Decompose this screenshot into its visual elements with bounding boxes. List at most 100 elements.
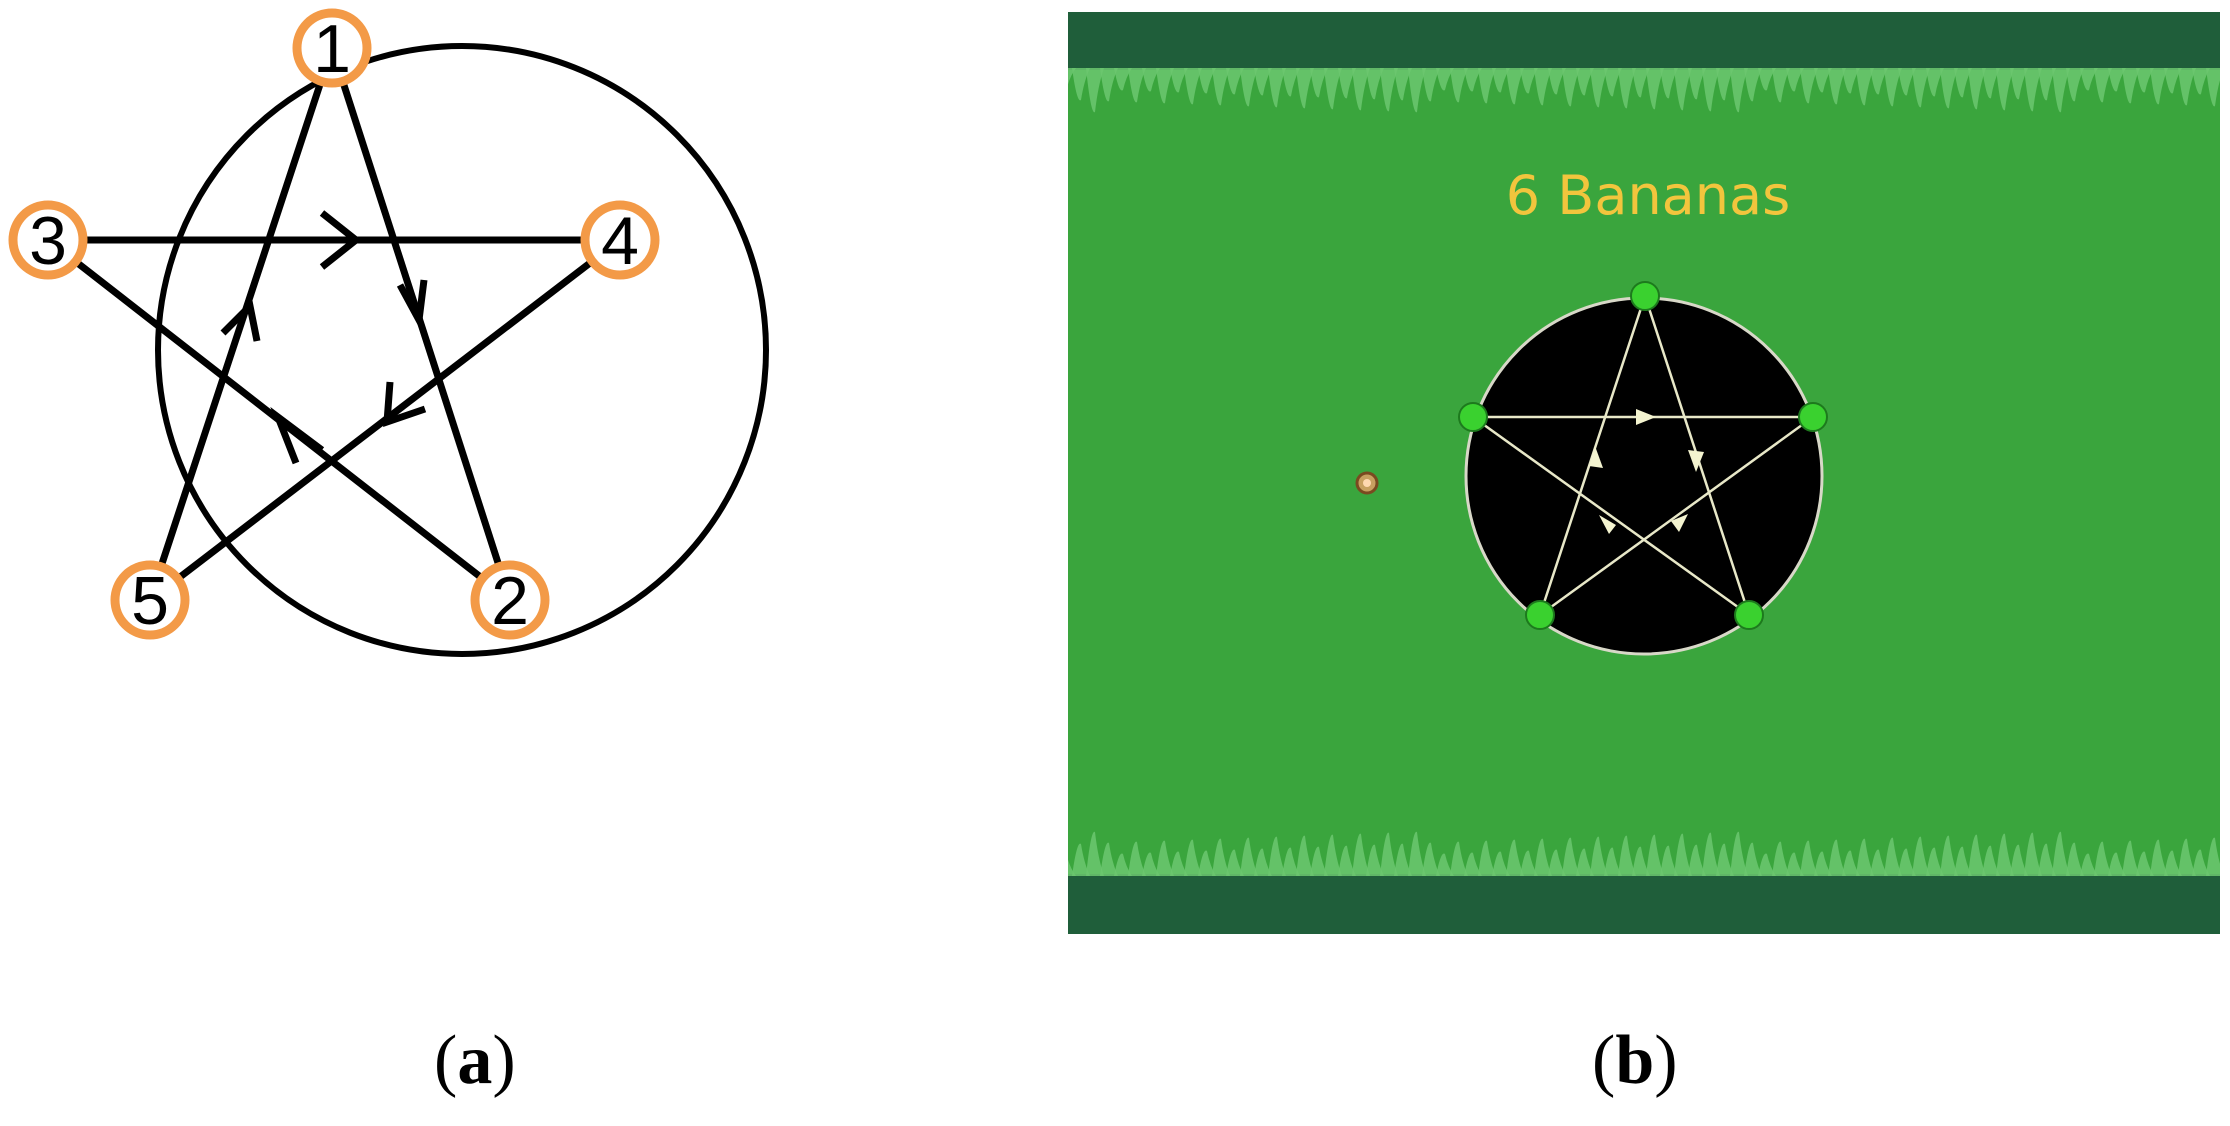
node-2-label: 2	[491, 563, 529, 639]
grass-tuft	[1156, 840, 1174, 876]
grass-tuft	[1408, 831, 1426, 876]
grass-tuft	[1072, 68, 1090, 101]
grass-tuft	[2080, 853, 2098, 876]
grass-tuft	[1072, 843, 1090, 876]
grass-tuft	[1156, 68, 1174, 104]
star-arrow-1	[1636, 409, 1656, 425]
grass-tuft	[1380, 832, 1398, 876]
grass-tuft	[1674, 68, 1692, 111]
grass-tuft	[1814, 68, 1832, 93]
grass-tuft	[1450, 841, 1468, 876]
grass-tuft	[1254, 68, 1272, 96]
grass-tuft	[2108, 852, 2126, 876]
grass-tuft	[1226, 68, 1244, 95]
grass-tuft	[1170, 851, 1188, 876]
star-node-bottom-right	[1734, 600, 1764, 630]
grass-tuft	[2066, 842, 2084, 876]
grass-tuft	[1324, 834, 1342, 876]
grass-tuft	[1548, 849, 1566, 876]
pentagram-diagram: 1 2 3 4 5	[8, 8, 769, 657]
grass-tuft	[1590, 836, 1608, 876]
grass-tuft	[1422, 68, 1440, 102]
node-5-label: 5	[131, 563, 169, 639]
grass-tuft	[1394, 843, 1412, 876]
bananas-counter: 6 Bananas	[1506, 164, 1790, 227]
grass-tuft	[2038, 843, 2056, 876]
grass-top	[1068, 68, 2220, 113]
grass-tuft	[1954, 846, 1972, 876]
grass-tuft	[1954, 68, 1972, 98]
grass-tuft	[1590, 68, 1608, 108]
grass-tuft	[1520, 68, 1538, 94]
grass-tuft	[1226, 849, 1244, 876]
grass-tuft	[1450, 68, 1468, 103]
grass-tuft	[2206, 68, 2220, 107]
star-arrow-3	[1671, 514, 1688, 532]
grass-tuft	[1814, 851, 1832, 876]
grass-tuft	[1506, 839, 1524, 876]
game-screen: 6 Bananas	[1068, 12, 2220, 934]
grass-tuft	[1842, 68, 1860, 94]
grass-tuft	[1464, 68, 1482, 92]
grass-tuft	[1604, 68, 1622, 97]
grass-tuft	[2164, 850, 2182, 876]
grass-tuft	[1352, 68, 1370, 111]
grass-tuft	[1394, 68, 1412, 101]
grass-tuft	[1068, 68, 1076, 85]
grass-tuft	[1870, 849, 1888, 876]
grass-tuft	[2192, 849, 2210, 876]
grass-tuft	[1730, 68, 1748, 113]
grass-tuft	[1660, 68, 1678, 99]
grass-tuft	[1100, 842, 1118, 876]
caption-b: (b)	[1592, 1026, 1678, 1096]
node-3-label: 3	[29, 203, 67, 279]
grass-tuft	[1646, 834, 1664, 876]
grass-tuft	[1996, 833, 2014, 876]
grass-tuft	[1562, 837, 1580, 876]
grass-tuft	[1646, 68, 1664, 110]
grass-tuft	[2080, 68, 2098, 91]
node-4-label: 4	[601, 203, 639, 279]
grass-tuft	[1422, 842, 1440, 876]
star-arrow-5	[1589, 446, 1603, 468]
grass-tuft	[1086, 68, 1104, 113]
grass-tuft	[2038, 68, 2056, 101]
caption-b-open: (	[1592, 1022, 1616, 1099]
grass-tuft	[1534, 838, 1552, 876]
grass-tuft	[1576, 68, 1594, 96]
grass-tuft	[2164, 68, 2182, 94]
grass-tuft	[1982, 68, 2000, 99]
grass-tuft	[1282, 847, 1300, 876]
outer-circle	[155, 43, 769, 657]
grass-tuft	[2178, 68, 2196, 106]
grass-tuft	[1912, 836, 1930, 876]
arrow-3-4	[319, 210, 362, 270]
grass-tuft	[1198, 850, 1216, 876]
arrow-5-1	[220, 298, 261, 342]
grass-tuft	[2010, 844, 2028, 876]
grass-tuft	[1786, 852, 1804, 876]
grass-tuft	[1716, 843, 1734, 876]
grass-tuft	[2052, 831, 2070, 876]
star-node-left	[1458, 402, 1488, 432]
grass-tuft	[1478, 68, 1496, 104]
grass-tuft	[2010, 68, 2028, 100]
grass-tuft	[1968, 834, 1986, 876]
arrow-2-3	[270, 406, 325, 465]
grass-tuft	[1366, 844, 1384, 876]
grass-tuft	[1534, 68, 1552, 106]
grass-tuft	[1660, 845, 1678, 876]
grass-tuft	[1324, 68, 1342, 110]
grass-tuft	[1996, 68, 2014, 111]
grass-tuft	[1702, 68, 1720, 112]
grass-tuft	[2122, 68, 2140, 104]
grass-tuft	[1254, 848, 1272, 876]
grass-tuft	[1674, 833, 1692, 876]
grass-tuft	[1576, 848, 1594, 876]
grass-tuft	[1492, 851, 1510, 876]
grass-tuft	[1184, 839, 1202, 876]
grass-tuft	[2094, 841, 2112, 876]
caption-b-letter: b	[1615, 1022, 1655, 1099]
grass-tuft	[2108, 68, 2126, 92]
arrowheads	[220, 210, 428, 465]
